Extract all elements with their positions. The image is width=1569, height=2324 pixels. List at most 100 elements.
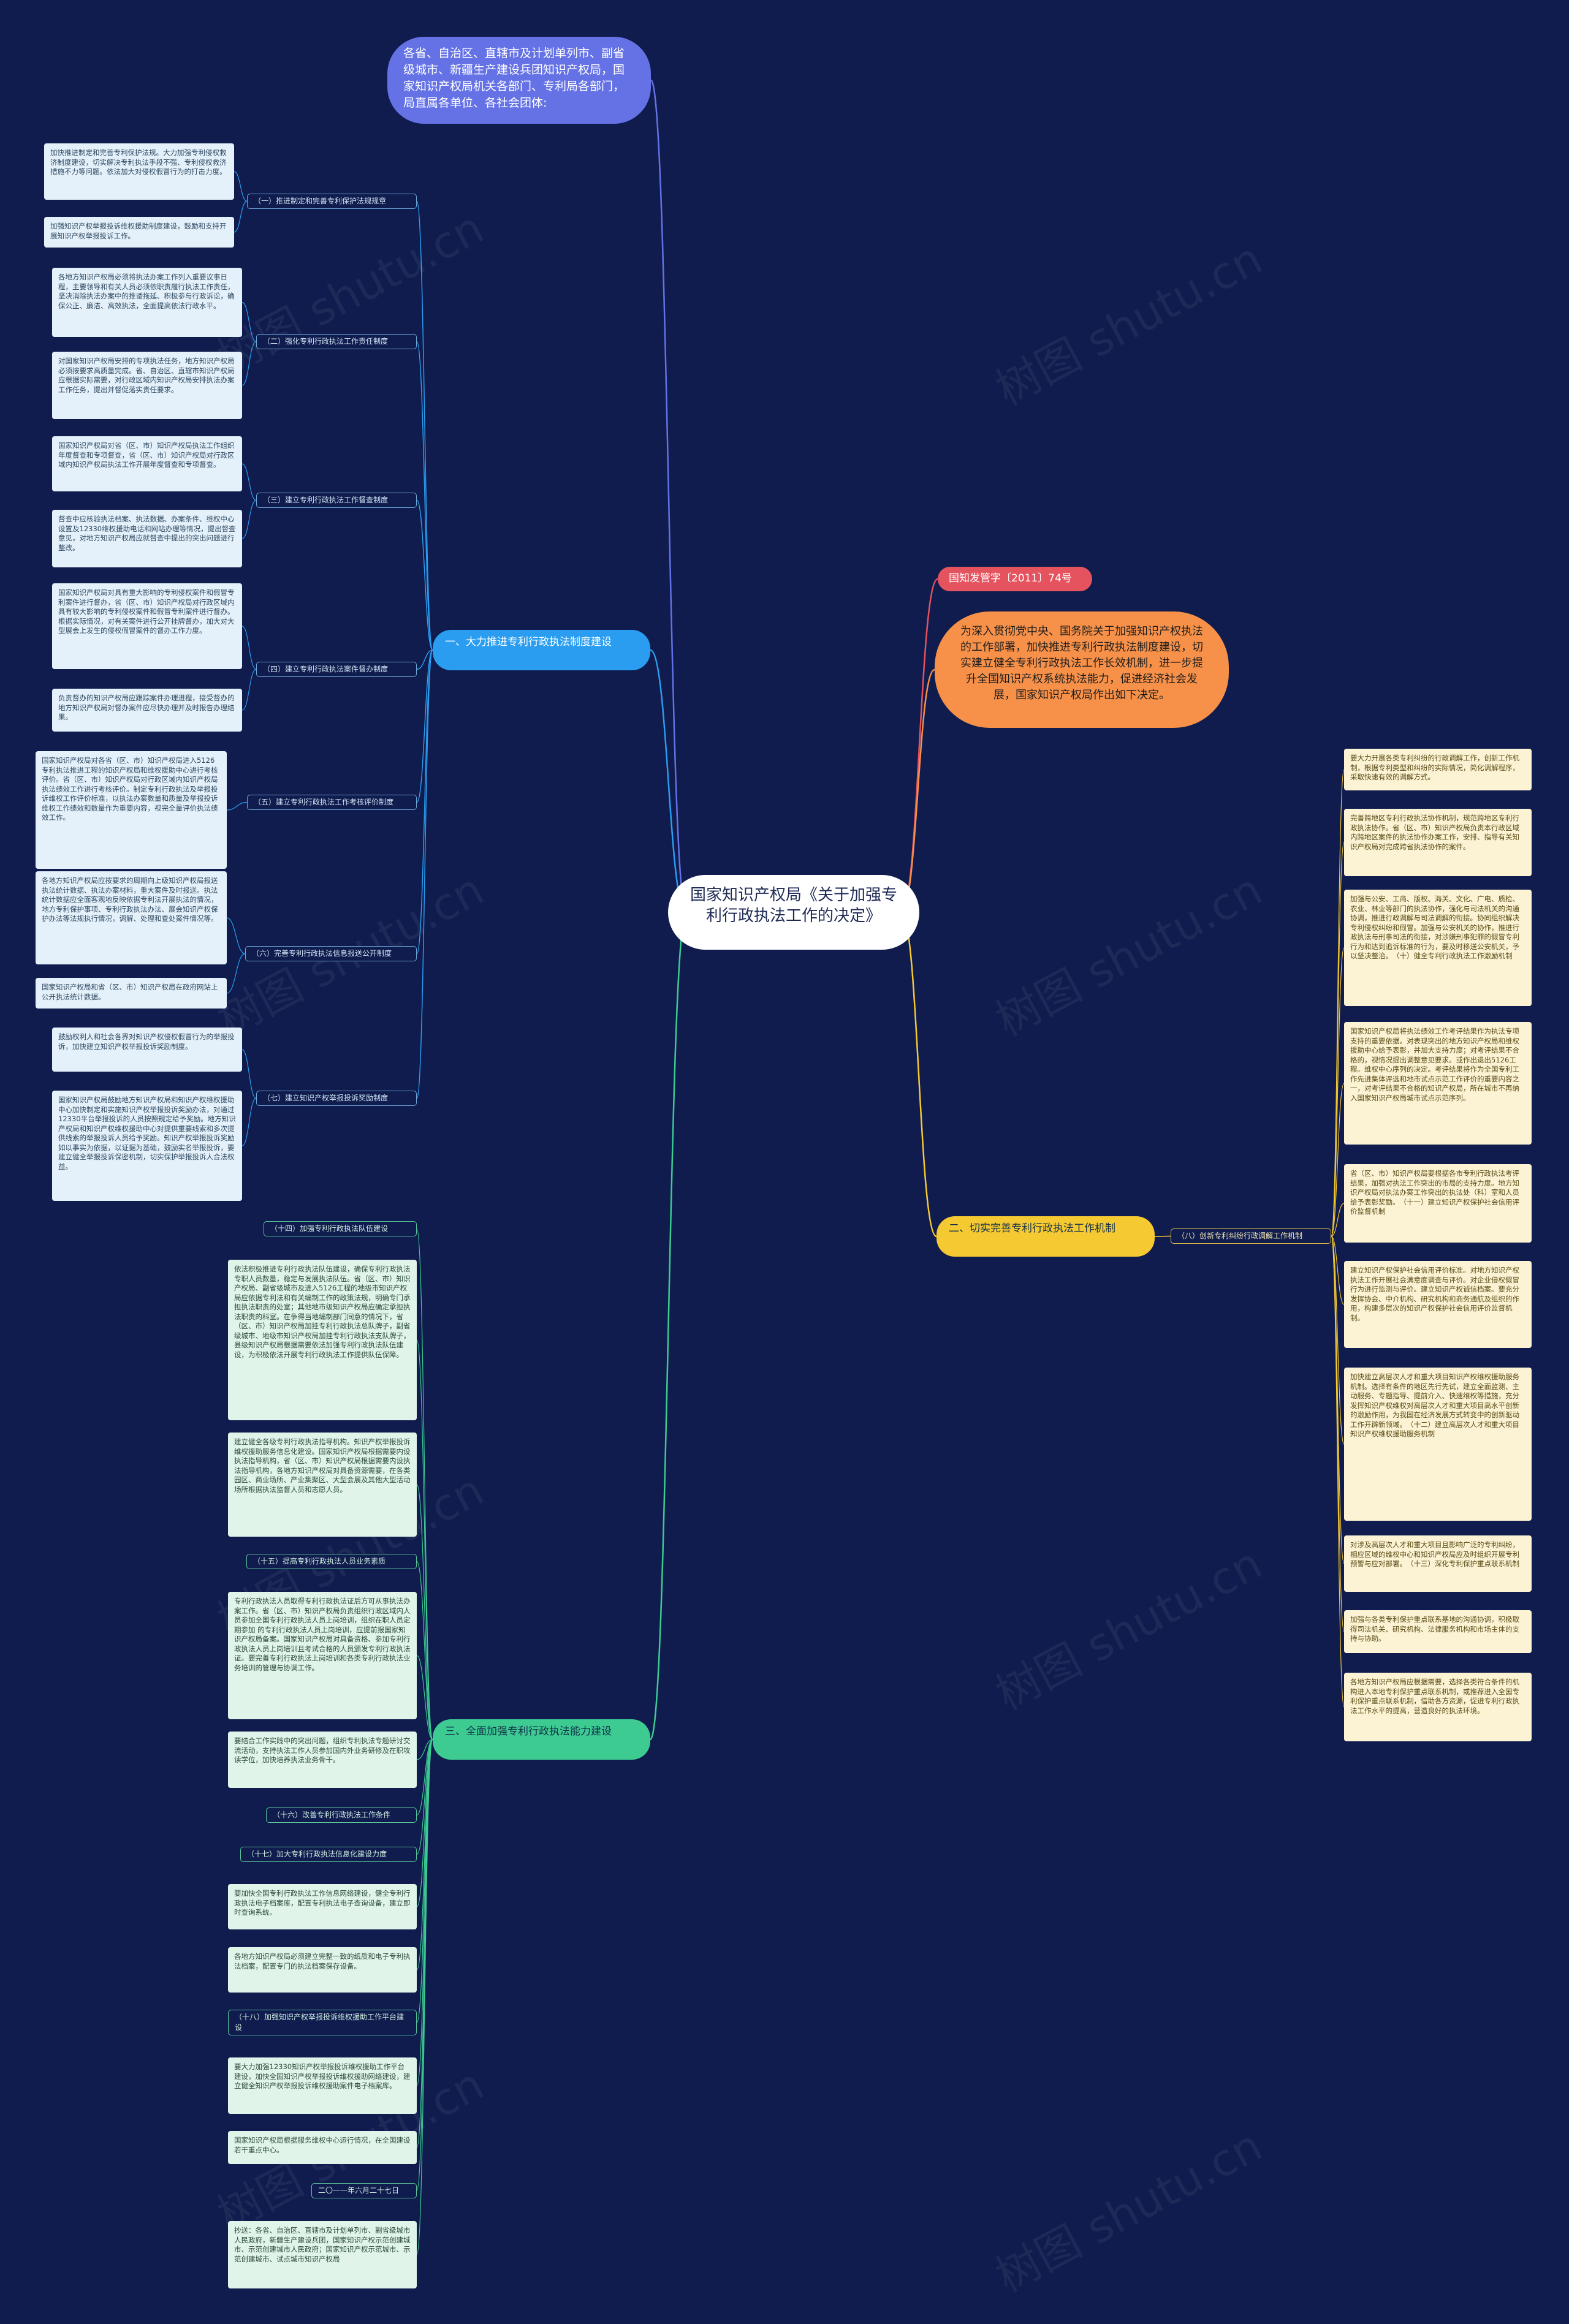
branch-2-label[interactable]: （八）创新专利纠纷行政调解工作机制 — [1171, 1228, 1331, 1244]
content-box: 完善跨地区专利行政执法协作机制，规范跨地区专利行政执法协作。省（区、市）知识产权… — [1344, 809, 1532, 876]
connector-line — [416, 1561, 433, 1740]
connector-line — [900, 668, 935, 914]
branch-3-title[interactable]: 三、全面加强专利行政执法能力建设 — [433, 1719, 650, 1760]
connector-line — [416, 1739, 433, 2086]
branch-2-title[interactable]: 二、切实完善专利行政执法工作机制 — [936, 1216, 1155, 1257]
branch-1-label-4[interactable]: （四）建立专利行政执法案件督办制度 — [256, 662, 417, 677]
connector-line — [1331, 1235, 1345, 1632]
connector-line — [1331, 1083, 1345, 1237]
content-box: 各地方知识产权局应根据需要，选择各类符合条件的机构进入本地专利保护重点联系机制，… — [1344, 1673, 1532, 1741]
connector-line — [226, 917, 246, 955]
connector-line — [226, 953, 246, 994]
content-box: 对国家知识产权局安排的专项执法任务，地方知识产权局必须按要求高质量完成。省、自治… — [52, 352, 242, 419]
connector-line — [241, 463, 257, 501]
branch-3-label[interactable]: （十五）提高专利行政执法人员业务素质 — [246, 1554, 417, 1569]
connector-line — [416, 499, 433, 651]
connector-line — [1154, 1235, 1171, 1237]
intro-addressees-node[interactable]: 各省、自治区、直辖市及计划单列市、副省级城市、新疆生产建设兵团知识产权局，国家知… — [387, 37, 651, 124]
connector-line — [416, 1484, 433, 1740]
content-box: 加强知识产权举报投诉维权援助制度建设，鼓励和支持开展知识产权举报投诉工作。 — [44, 217, 234, 248]
branch-1-label-3[interactable]: （三）建立专利行政执法工作督查制度 — [256, 493, 417, 508]
connector-line — [416, 649, 433, 1099]
watermark: 树图 shutu.cn — [987, 1537, 1271, 1720]
connector-line — [416, 1739, 433, 2148]
branch-3-label[interactable]: （十六）改善专利行政执法工作条件 — [266, 1807, 417, 1823]
content-box: 加强与公安、工商、版权、海关、文化、广电、质检、农业、林业等部门的执法协作，强化… — [1344, 890, 1532, 1006]
connector-line — [416, 1339, 433, 1740]
connector-line — [416, 1739, 433, 1970]
connector-line — [416, 649, 433, 955]
content-box: 要结合工作实践中的突出问题，组织专利执法专题研讨交流活动，支持执法工作人员参加国… — [228, 1732, 417, 1788]
content-box: 建立健全各级专利行政执法指导机构。知识产权举报投诉维权援助服务信息化建设。国家知… — [228, 1433, 417, 1537]
watermark: 树图 shutu.cn — [987, 863, 1271, 1047]
connector-line — [650, 649, 687, 914]
content-box: 各地方知识产权局必须将执法办案工作列入重要议事日程，主要领导和有关人员必须依职责… — [52, 268, 242, 337]
content-box: 鼓励权利人和社会各界对知识产权侵权假冒行为的举报投诉，加快建立知识产权举报投诉奖… — [52, 1028, 242, 1072]
content-box: 对涉及高层次人才和重大项目且影响广泛的专利纠纷，相应区域的维权中心和知识产权局应… — [1344, 1535, 1532, 1592]
connector-line — [416, 1739, 433, 1855]
connector-line — [241, 499, 257, 539]
connector-line — [1331, 769, 1345, 1237]
content-box: 加强与各类专利保护重点联系基地的沟通协调，积极取得司法机关、研究机构、法律服务机… — [1344, 1610, 1532, 1653]
content-box: 各地方知识产权局必须建立完整一致的纸质和电子专利执法档案，配置专门的执法档案保存… — [228, 1947, 417, 1993]
connector-line — [241, 1049, 257, 1099]
content-box: 国家知识产权局对各省（区、市）知识产权局进入5126专利执法推进工程的知识产权局… — [36, 751, 227, 869]
branch-1-label-7[interactable]: （七）建立知识产权举报投诉奖励制度 — [256, 1091, 417, 1106]
content-box: 抄送：各省、自治区、直辖市及计划单列市、副省级城市人民政府，新疆生产建设兵团，国… — [228, 2221, 417, 2288]
branch-1-title[interactable]: 一、大力推进专利行政执法制度建设 — [433, 630, 650, 670]
root-topic[interactable]: 国家知识产权局《关于加强专利行政执法工作的决定》 — [668, 875, 919, 950]
connector-line — [1331, 1235, 1345, 1564]
preamble-node[interactable]: 为深入贯彻党中央、国务院关于加强知识产权执法的工作部署，加快推进专利行政执法制度… — [935, 611, 1229, 728]
connector-line — [1331, 1235, 1345, 1305]
content-box: 依法积极推进专利行政执法队伍建设，确保专利行政执法专职人员数量，稳定与发展执法队… — [228, 1260, 417, 1420]
content-box: 督查中应核验执法档案、执法数据、办案条件、维权中心设置及12330维权援助电话和… — [52, 510, 242, 567]
content-box: 国家知识产权局对具有重大影响的专利侵权案件和假冒专利案件进行督办，省（区、市）知… — [52, 583, 242, 669]
watermark: 树图 shutu.cn — [987, 232, 1271, 415]
connector-line — [416, 1228, 433, 1740]
connector-line — [900, 578, 938, 914]
content-box: 国家知识产权局鼓励地方知识产权局和知识产权维权援助中心加快制定和实施知识产权举报… — [52, 1091, 242, 1201]
connector-line — [416, 1739, 433, 2255]
content-box: 要加快全国专利行政执法工作信息网络建设，健全专利行政执法电子档案库，配置专利执法… — [228, 1884, 417, 1929]
content-box: 加快建立高层次人才和重大项目知识产权维权援助服务机制。选择有条件的地区先行先试，… — [1344, 1368, 1532, 1521]
content-box: 国家知识产权局根据服务维权中心运行情况，在全国建设若干重点中心。 — [228, 2131, 417, 2164]
connector-line — [1331, 1235, 1345, 1708]
branch-1-label-1[interactable]: （一）推进制定和完善专利保护法规规章 — [247, 194, 417, 209]
branch-3-label[interactable]: （十八）加强知识产权举报投诉维权援助工作平台建设 — [228, 2010, 417, 2035]
content-box: 国家知识产权局将执法绩效工作考评结果作为执法专项支持的重要依据。对表现突出的地方… — [1344, 1022, 1532, 1145]
connector-line — [234, 200, 248, 233]
connector-line — [416, 1739, 433, 1907]
watermark: 树图 shutu.cn — [987, 2119, 1271, 2303]
branch-3-label[interactable]: 二〇一一年六月二十七日 — [311, 2183, 417, 2198]
connector-line — [416, 1655, 433, 1740]
connector-line — [416, 649, 433, 670]
content-box: 要大力加强12330知识产权举报投诉维权援助工作平台建设，加快全国知识产权举报投… — [228, 2057, 417, 2114]
connector-line — [1331, 1203, 1345, 1237]
branch-3-label[interactable]: （十四）加强专利行政执法队伍建设 — [264, 1221, 417, 1236]
connector-line — [416, 1739, 433, 1816]
branch-1-label-5[interactable]: （五）建立专利行政执法工作考核评价制度 — [247, 795, 417, 810]
connector-line — [1331, 842, 1345, 1237]
branch-3-label[interactable]: （十七）加大专利行政执法信息化建设力度 — [240, 1847, 417, 1862]
connector-line — [1331, 1235, 1345, 1445]
connector-line — [650, 79, 688, 914]
connector-line — [416, 1739, 433, 2192]
content-box: 专利行政执法人员取得专利行政执法证后方可从事执法办案工作。省（区、市）知识产权局… — [228, 1592, 417, 1719]
content-box: 国家知识产权局和省（区、市）知识产权局在政府网站上公开执法统计数据。 — [36, 978, 227, 1009]
content-box: 国家知识产权局对省（区、市）知识产权局执法工作组织年度督查和专项督查，省（区、市… — [52, 436, 242, 491]
connector-line — [241, 668, 257, 711]
connector-line — [649, 911, 688, 1741]
connector-line — [241, 626, 257, 670]
branch-1-label-2[interactable]: （二）强化专利行政执法工作责任制度 — [256, 334, 417, 349]
connector-line — [416, 1739, 433, 2023]
content-box: 负责督办的知识产权局应跟踪案件办理进程，接受督办的地方知识产权局对督办案件应尽快… — [52, 689, 242, 732]
connector-line — [900, 911, 937, 1238]
document-number-node[interactable]: 国知发管字〔2011〕74号 — [938, 567, 1092, 591]
connector-line — [241, 301, 257, 343]
connector-line — [1331, 947, 1345, 1237]
connector-line — [234, 171, 248, 202]
branch-1-label-6[interactable]: （六）完善专利行政执法信息报送公开制度 — [245, 946, 417, 961]
content-box: 建立知识产权保护社会信用评价标准。对地方知识产权执法工作开展社会满意度调查与评价… — [1344, 1261, 1532, 1348]
connector-line — [241, 341, 257, 386]
